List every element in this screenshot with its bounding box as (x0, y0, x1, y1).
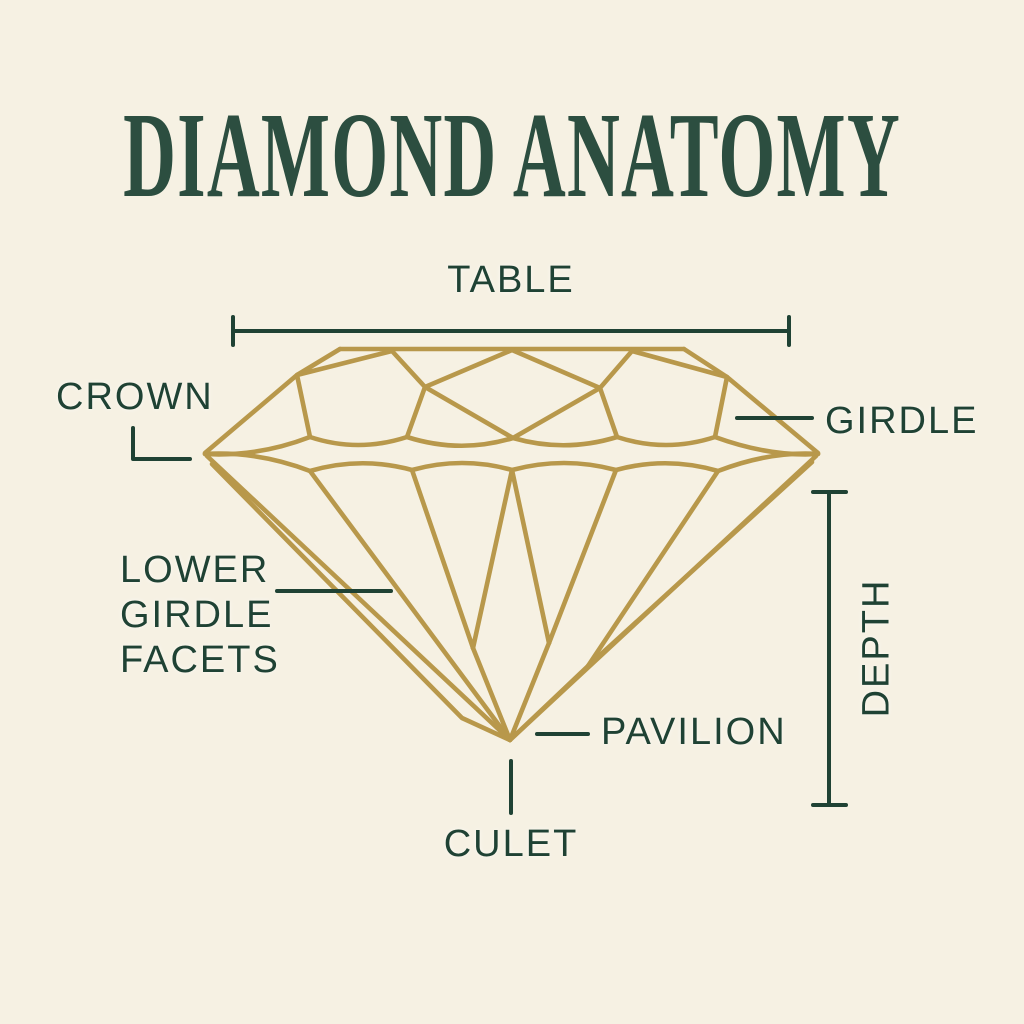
label-lower-girdle-facets: LOWER GIRDLE FACETS (120, 548, 280, 683)
annotation-lines-group (131, 315, 848, 815)
pavilion-main-kite-right (509, 467, 552, 646)
page-title: DIAMOND ANATOMY (123, 88, 901, 223)
label-lower-girdle-facets-line2: GIRDLE (120, 594, 274, 636)
pavilion-edge-left (204, 453, 513, 743)
crown-girdle-facet-line-4 (510, 385, 603, 441)
star-facet-line-left-a (294, 348, 395, 378)
pavilion-facet-line-f (585, 468, 721, 669)
label-lower-girdle-facets-line3: FACETS (120, 639, 280, 681)
label-table: TABLE (447, 259, 575, 301)
star-facet-line-left-b (389, 348, 428, 390)
crown-girdle-facet-line-5 (597, 385, 620, 440)
pavilion-facet-line-b (409, 467, 476, 651)
crown-slope-left (202, 346, 343, 456)
crown-leader-line (131, 426, 192, 461)
bezel-facet-line-right (509, 347, 603, 391)
label-culet: CULET (443, 823, 579, 865)
diamond-outline-group (202, 346, 821, 743)
crown-girdle-facet-line-6 (712, 374, 730, 440)
crown-girdle-facet-line-3 (422, 384, 516, 441)
label-girdle: GIRDLE (825, 400, 979, 442)
label-lower-girdle-facets-line1: LOWER (120, 549, 270, 591)
pavilion-edge-right (507, 453, 819, 743)
pavilion-facet-line-d (507, 640, 552, 743)
pavilion-facet-line-c (470, 645, 513, 743)
lower-girdle-facet-sliver-left (209, 461, 513, 743)
star-facet-line-right-a (597, 348, 635, 391)
pavilion-facet-line-a (307, 468, 513, 743)
pavilion-facet-line-e (546, 467, 619, 646)
girdle-upper-line (202, 434, 821, 457)
pavilion-main-kite-left (470, 467, 515, 651)
star-facet-line-right-b (629, 348, 730, 380)
crown-slope-right (681, 346, 821, 456)
label-depth: DEPTH (855, 578, 898, 718)
bezel-facet-line-left (422, 347, 515, 390)
crown-girdle-facet-line-2 (404, 384, 428, 440)
crown-girdle-facet-line-1 (294, 372, 313, 440)
label-crown: CROWN (56, 376, 214, 418)
label-pavilion: PAVILION (601, 711, 787, 753)
